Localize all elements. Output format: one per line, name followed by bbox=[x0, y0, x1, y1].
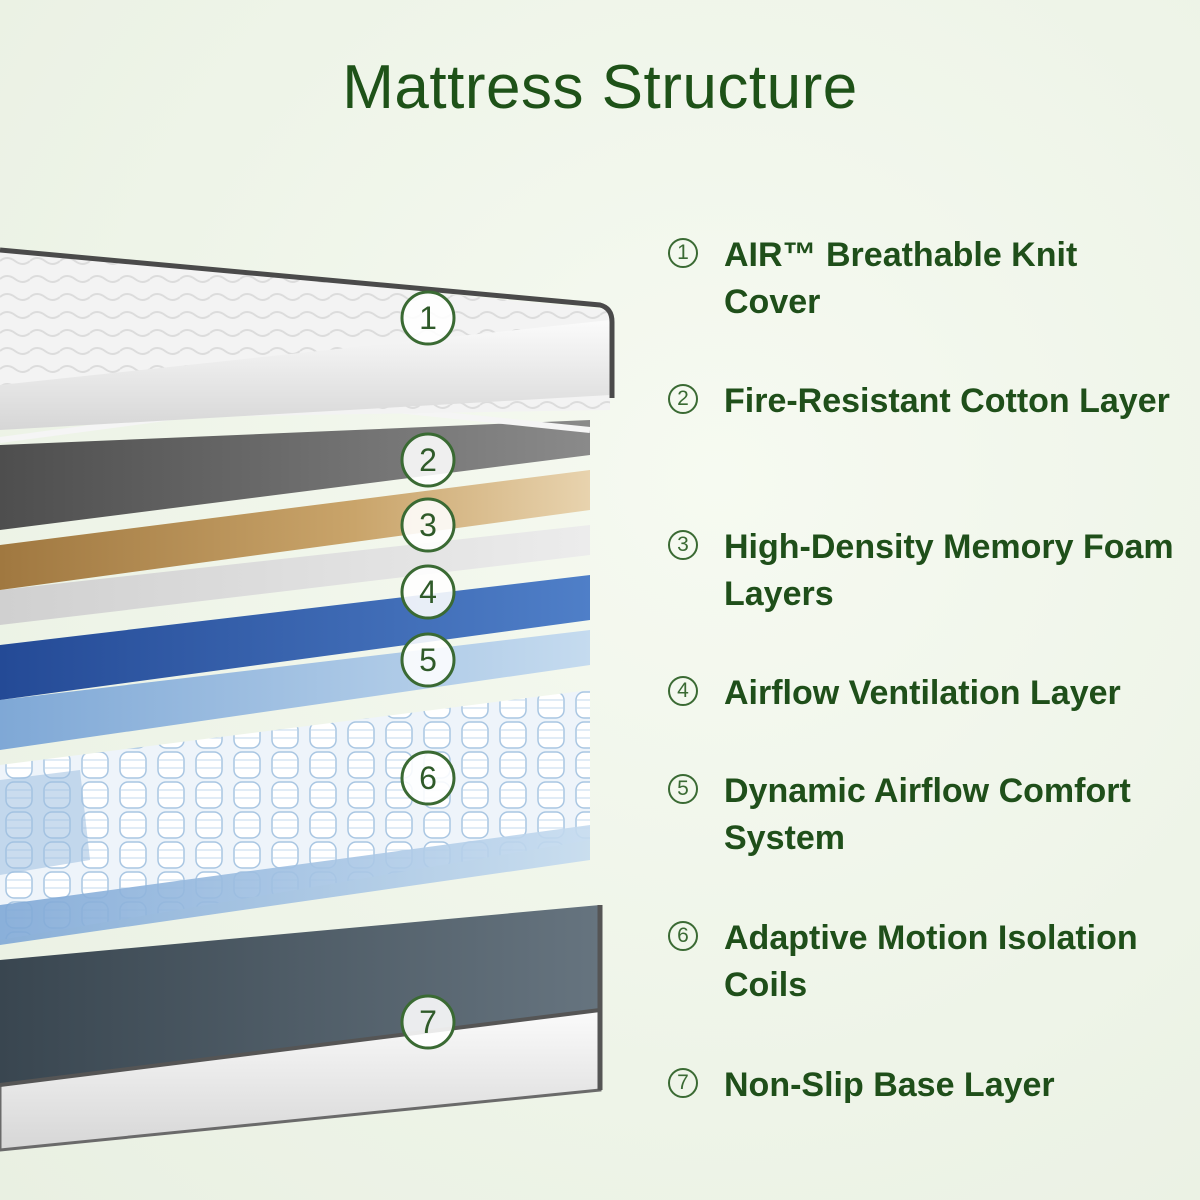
legend-number: 6 bbox=[668, 921, 698, 951]
legend-label: Airflow Ventilation Layer bbox=[724, 674, 1121, 712]
layer-marker-5: 5 bbox=[400, 632, 456, 688]
layer-marker-2: 2 bbox=[400, 432, 456, 488]
legend-number: 5 bbox=[668, 774, 698, 804]
legend-label: Adaptive Motion Isolation Coils bbox=[724, 919, 1138, 1004]
coil-layer bbox=[0, 690, 590, 940]
legend-number: 7 bbox=[668, 1068, 698, 1098]
layer-marker-4: 4 bbox=[400, 564, 456, 620]
base-layer bbox=[0, 905, 603, 1152]
cover-layer bbox=[0, 247, 615, 430]
layer-marker-number: 3 bbox=[419, 507, 437, 543]
layer-marker-1: 1 bbox=[400, 290, 456, 346]
legend-label: High-Density Memory Foam Layers bbox=[724, 528, 1174, 613]
layer-marker-number: 2 bbox=[419, 442, 437, 478]
layer-marker-number: 5 bbox=[419, 642, 437, 678]
light-foam-layer bbox=[0, 525, 590, 625]
legend-number: 1 bbox=[668, 238, 698, 268]
page-title: Mattress Structure bbox=[342, 53, 858, 122]
layer-marker-6: 6 bbox=[400, 750, 456, 806]
legend-number: 2 bbox=[668, 384, 698, 414]
layer-marker-number: 7 bbox=[419, 1004, 437, 1040]
layer-marker-7: 7 bbox=[400, 994, 456, 1050]
legend-label: AIR™ Breathable Knit Cover bbox=[724, 236, 1078, 321]
legend-label: Dynamic Airflow Comfort System bbox=[724, 772, 1131, 857]
legend-label: Non-Slip Base Layer bbox=[724, 1066, 1055, 1104]
memory-foam-layer bbox=[0, 470, 590, 590]
layer-marker-number: 4 bbox=[419, 574, 437, 610]
legend-number: 4 bbox=[668, 676, 698, 706]
layer-marker-number: 1 bbox=[419, 300, 437, 336]
legend-label: Fire-Resistant Cotton Layer bbox=[724, 382, 1170, 420]
layer-marker-number: 6 bbox=[419, 760, 437, 796]
legend-number: 3 bbox=[668, 530, 698, 560]
layer-marker-3: 3 bbox=[400, 497, 456, 553]
